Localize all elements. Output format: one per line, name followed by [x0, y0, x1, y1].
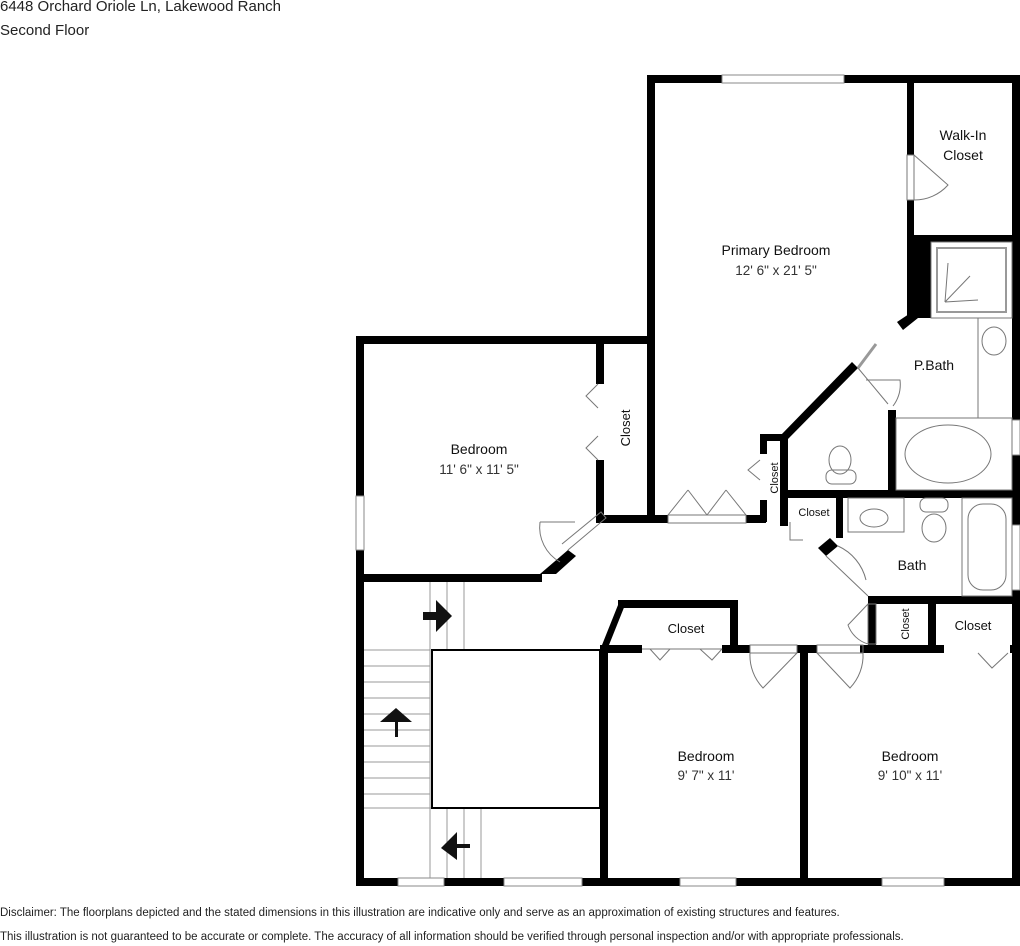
- fixtures: [825, 241, 1013, 597]
- stairs: [364, 582, 601, 878]
- arrow-right-icon: [423, 600, 452, 632]
- disclaimer-line-2: This illustration is not guaranteed to b…: [0, 931, 904, 943]
- room-name-linen-closet: Closet: [900, 608, 912, 639]
- room-dims-bedroom-1: 11' 6" x 11' 5": [439, 462, 519, 477]
- room-name-bedroom-1: Bedroom: [451, 441, 508, 457]
- shower-icon: [930, 241, 1013, 319]
- bathtub-icon: [904, 424, 992, 484]
- room-name-walk-in-closet-1: Walk-In: [940, 127, 987, 143]
- walls: [356, 75, 1020, 886]
- arrow-left-icon: [441, 832, 470, 860]
- doors: [539, 154, 1009, 689]
- property-address: 6448 Orchard Oriole Ln, Lakewood Ranch: [0, 0, 282, 15]
- room-name-bedroom-3: Bedroom: [882, 748, 939, 764]
- room-name-bedroom-2: Bedroom: [678, 748, 735, 764]
- toilet-icon-2: [921, 513, 947, 543]
- room-labels: Primary Bedroom 12' 6" x 21' 5" Walk-In …: [439, 127, 992, 783]
- windows: [355, 74, 1020, 887]
- room-name-bedroom-1-closet: Closet: [618, 409, 633, 446]
- sink-icon: [981, 326, 1007, 356]
- room-dims-primary-bedroom: 12' 6" x 21' 5": [735, 263, 817, 278]
- room-name-primary-bath: P.Bath: [914, 357, 954, 373]
- room-name-bedroom-3-closet: Closet: [955, 618, 992, 633]
- floor-label: Second Floor: [0, 22, 90, 39]
- stair-direction-arrows: [380, 600, 470, 860]
- bathtub-icon-2: [967, 503, 1007, 591]
- room-dims-bedroom-3: 9' 10" x 11': [878, 768, 943, 783]
- room-name-walk-in-closet-2: Closet: [943, 147, 983, 163]
- disclaimer-line-1: Disclaimer: The floorplans depicted and …: [0, 907, 840, 919]
- room-name-primary-bedroom: Primary Bedroom: [722, 242, 831, 258]
- arrow-up-icon: [380, 708, 412, 737]
- room-name-bath: Bath: [898, 557, 927, 573]
- room-name-hall-closet: Closet: [798, 507, 829, 519]
- room-name-hall-closet-vertical: Closet: [769, 462, 781, 493]
- room-dims-bedroom-2: 9' 7" x 11': [678, 768, 735, 783]
- room-name-bedroom-2-closet: Closet: [668, 621, 705, 636]
- toilet-icon: [828, 445, 852, 475]
